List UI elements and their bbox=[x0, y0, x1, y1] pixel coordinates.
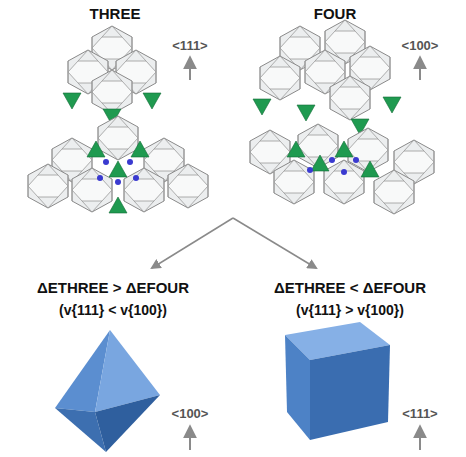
direction-arrow bbox=[419, 58, 421, 80]
direction-label: <111> bbox=[402, 407, 437, 422]
branch-arrow bbox=[152, 218, 233, 268]
direction-label: <100> bbox=[172, 407, 209, 422]
direction-arrow bbox=[189, 58, 191, 80]
cluster-title: FOUR bbox=[314, 5, 357, 22]
cluster-four-bottom bbox=[250, 124, 434, 214]
energy-condition: ΔETHREE < ΔEFOUR bbox=[274, 279, 426, 296]
branch-arrow bbox=[233, 218, 316, 268]
energy-condition: ΔETHREE > ΔEFOUR bbox=[37, 279, 189, 296]
cluster-three-bottom bbox=[28, 116, 208, 213]
direction-arrow bbox=[419, 427, 421, 450]
cube bbox=[285, 322, 390, 440]
rate-condition: (v{111} < v{100}) bbox=[59, 302, 167, 318]
rate-condition: (v{111} > v{100}) bbox=[296, 302, 404, 318]
cluster-four-top bbox=[253, 20, 401, 135]
direction-label: <100> bbox=[402, 39, 439, 54]
direction-arrow bbox=[189, 427, 191, 450]
cluster-title: THREE bbox=[90, 5, 141, 22]
cluster-three-top bbox=[63, 26, 161, 125]
direction-label: <111> bbox=[172, 39, 207, 54]
octahedron bbox=[55, 330, 160, 452]
